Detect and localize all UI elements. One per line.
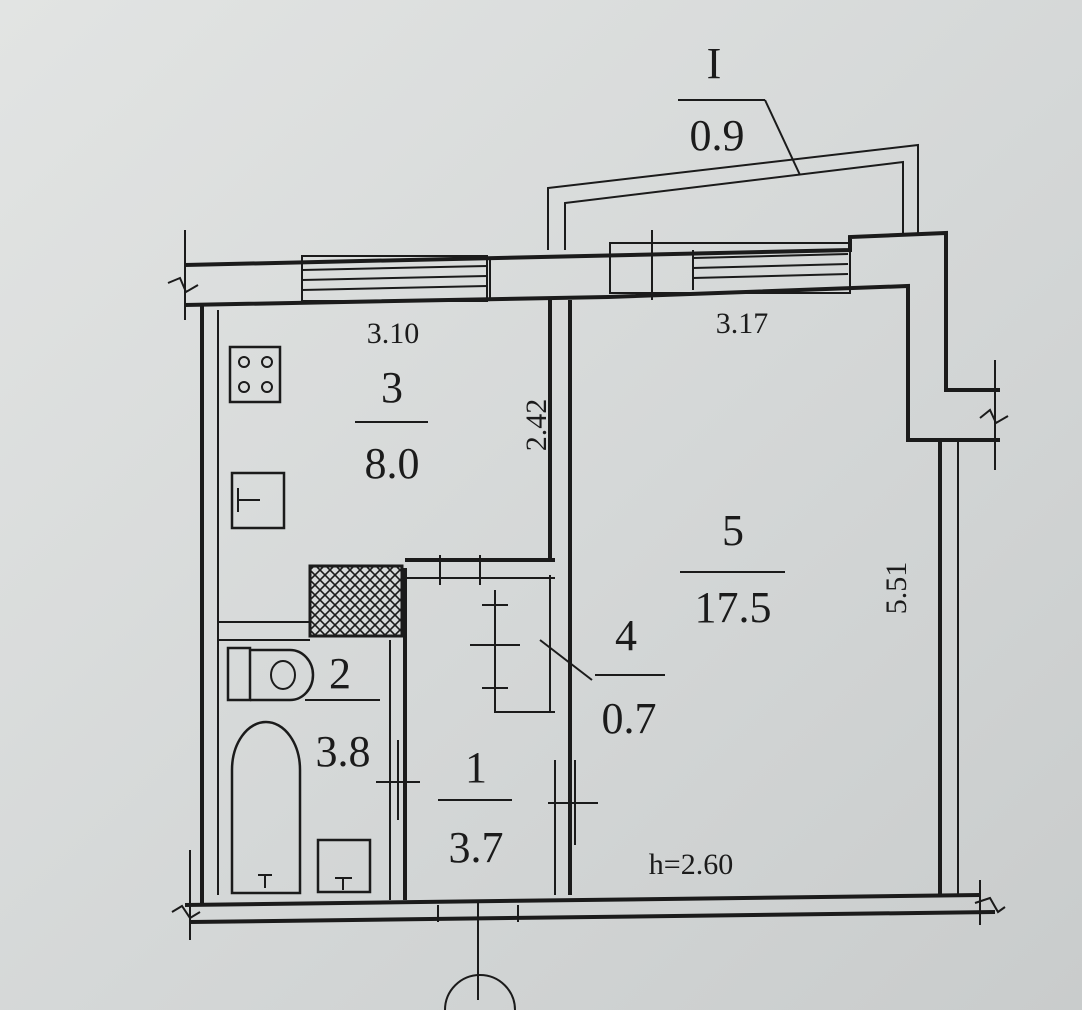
stove-icon	[228, 345, 282, 404]
balcony	[547, 99, 919, 250]
kitchen-number: 3	[381, 363, 403, 412]
corridor-area: 3.7	[449, 823, 504, 872]
toilet-icon	[226, 646, 315, 702]
living-width-dimension: 3.17	[716, 307, 769, 340]
bathtub-icon	[230, 720, 302, 895]
balcony-area: 0.9	[690, 111, 745, 160]
interior-walls	[218, 300, 598, 1010]
kitchen-area: 8.0	[365, 439, 420, 488]
closet-area: 0.7	[602, 694, 657, 743]
kitchen-width-dimension: 3.10	[367, 317, 420, 350]
sink-icon	[230, 471, 286, 530]
ventilation-shaft	[308, 564, 404, 638]
closet-number: 4	[615, 611, 637, 660]
living-depth-dimension: 5.51	[880, 562, 913, 615]
living-room-area: 17.5	[695, 583, 772, 632]
windows	[301, 230, 851, 302]
ceiling-height-label: h=2.60	[649, 848, 733, 881]
kitchen-depth-dimension: 2.42	[520, 399, 553, 452]
washbasin-icon	[316, 838, 372, 894]
balcony-number: I	[707, 39, 722, 88]
corridor-number: 1	[465, 743, 487, 792]
bathroom-number: 2	[329, 649, 351, 698]
bathroom-area: 3.8	[316, 727, 371, 776]
exterior-walls	[167, 230, 1009, 940]
living-room-number: 5	[722, 506, 744, 555]
